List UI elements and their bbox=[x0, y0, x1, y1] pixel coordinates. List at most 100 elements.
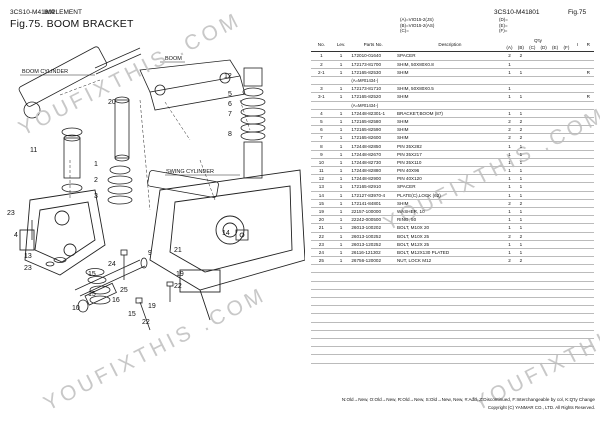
table-cell bbox=[350, 289, 396, 299]
callout-number: 6 bbox=[228, 101, 232, 108]
qty-empty bbox=[560, 174, 573, 184]
item-level: 1 bbox=[331, 232, 351, 241]
table-cell bbox=[526, 272, 538, 282]
interchange-cell bbox=[572, 92, 583, 102]
qty-empty bbox=[560, 240, 573, 249]
callout-number: 23 bbox=[24, 265, 32, 272]
qty-empty bbox=[537, 60, 550, 69]
table-cell bbox=[549, 354, 561, 364]
table-cell bbox=[515, 330, 527, 339]
qty-b: 1 bbox=[515, 166, 527, 176]
item-number: 23 bbox=[311, 240, 332, 249]
qty-a: 1 bbox=[503, 109, 516, 118]
table-cell bbox=[582, 289, 594, 299]
qty-empty bbox=[560, 92, 573, 102]
table-cell bbox=[526, 354, 538, 364]
qty-b: 1 bbox=[515, 68, 527, 77]
table-cell bbox=[537, 346, 550, 356]
table-cell bbox=[572, 338, 583, 348]
callout-number: 5 bbox=[228, 91, 232, 98]
qty-empty bbox=[526, 240, 538, 249]
part-description: SHIM bbox=[395, 133, 504, 143]
table-cell bbox=[395, 330, 504, 339]
table-cell bbox=[331, 264, 351, 274]
table-cell bbox=[503, 272, 516, 282]
table-cell bbox=[350, 313, 396, 323]
table-cell bbox=[503, 338, 516, 348]
table-cell bbox=[311, 322, 332, 331]
table-cell bbox=[537, 313, 550, 323]
header-code-right: 3CS10-M41801 bbox=[494, 9, 540, 16]
table-cell bbox=[572, 305, 583, 315]
item-number: 10 bbox=[311, 158, 332, 168]
revision-mark bbox=[582, 232, 594, 241]
revision-mark bbox=[582, 60, 594, 69]
callout-number: 12 bbox=[224, 73, 232, 80]
qty-empty bbox=[560, 191, 573, 200]
table-cell bbox=[582, 330, 594, 339]
table-cell bbox=[311, 101, 332, 110]
qty-empty bbox=[560, 223, 573, 233]
table-cell bbox=[549, 272, 561, 282]
header-section-title: IMPLEMENT bbox=[44, 9, 82, 16]
part-description: PLATE(C),LOCK (62) bbox=[395, 191, 504, 200]
table-cell bbox=[311, 330, 332, 339]
table-cell bbox=[331, 305, 351, 315]
qty-empty bbox=[537, 158, 550, 168]
revision-mark bbox=[582, 117, 594, 127]
qty-empty bbox=[526, 158, 538, 168]
part-description: SHIM bbox=[395, 68, 504, 77]
qty-a: 1 bbox=[503, 92, 516, 102]
table-cell bbox=[350, 322, 396, 331]
qty-empty bbox=[549, 158, 561, 168]
item-number: 12 bbox=[311, 174, 332, 184]
qty-empty bbox=[549, 60, 561, 69]
header-col-d: (D) bbox=[537, 44, 550, 53]
table-cell bbox=[350, 297, 396, 307]
table-blank-row bbox=[311, 281, 594, 290]
callout-number: 7 bbox=[228, 111, 232, 118]
table-cell bbox=[537, 322, 550, 331]
parts-list-table: No. Lev. Parts No. Description Q'ty I R … bbox=[311, 37, 594, 364]
table-cell bbox=[560, 346, 573, 356]
qty-empty bbox=[560, 141, 573, 151]
item-level: 1 bbox=[331, 256, 351, 266]
interchange-cell bbox=[572, 182, 583, 192]
table-cell bbox=[331, 101, 351, 110]
legend-line: (E)= bbox=[499, 22, 508, 28]
item-level: 1 bbox=[331, 199, 351, 208]
item-number: 3-1 bbox=[311, 92, 332, 102]
qty-b: 1 bbox=[515, 191, 527, 200]
item-number: 6 bbox=[311, 125, 332, 135]
table-cell bbox=[331, 272, 351, 282]
table-cell bbox=[549, 330, 561, 339]
qty-empty bbox=[549, 51, 561, 61]
part-description: SHIM, 50X80X0.8 bbox=[395, 60, 504, 69]
table-cell bbox=[572, 281, 583, 290]
table-cell bbox=[526, 297, 538, 307]
qty-empty bbox=[549, 256, 561, 266]
callout-number: 10 bbox=[72, 305, 80, 312]
part-description: PIN 40X120 bbox=[395, 174, 504, 184]
qty-empty bbox=[537, 207, 550, 217]
qty-b: 1 bbox=[515, 215, 527, 225]
table-cell bbox=[350, 354, 396, 364]
qty-empty bbox=[537, 141, 550, 151]
qty-b: 2 bbox=[515, 125, 527, 135]
qty-empty bbox=[537, 191, 550, 200]
table-cell bbox=[350, 272, 396, 282]
item-level: 1 bbox=[331, 117, 351, 127]
table-blank-row bbox=[311, 322, 594, 331]
qty-empty bbox=[549, 182, 561, 192]
qty-empty bbox=[549, 215, 561, 225]
table-cell bbox=[515, 322, 527, 331]
revision-mark bbox=[582, 109, 594, 118]
qty-empty bbox=[526, 60, 538, 69]
part-description: SHIM, 50X80X0.5 bbox=[395, 84, 504, 94]
table-cell bbox=[515, 281, 527, 290]
qty-b: 1 bbox=[515, 223, 527, 233]
table-cell bbox=[311, 76, 332, 86]
serial-note: (A=M#01434-) bbox=[350, 101, 594, 110]
